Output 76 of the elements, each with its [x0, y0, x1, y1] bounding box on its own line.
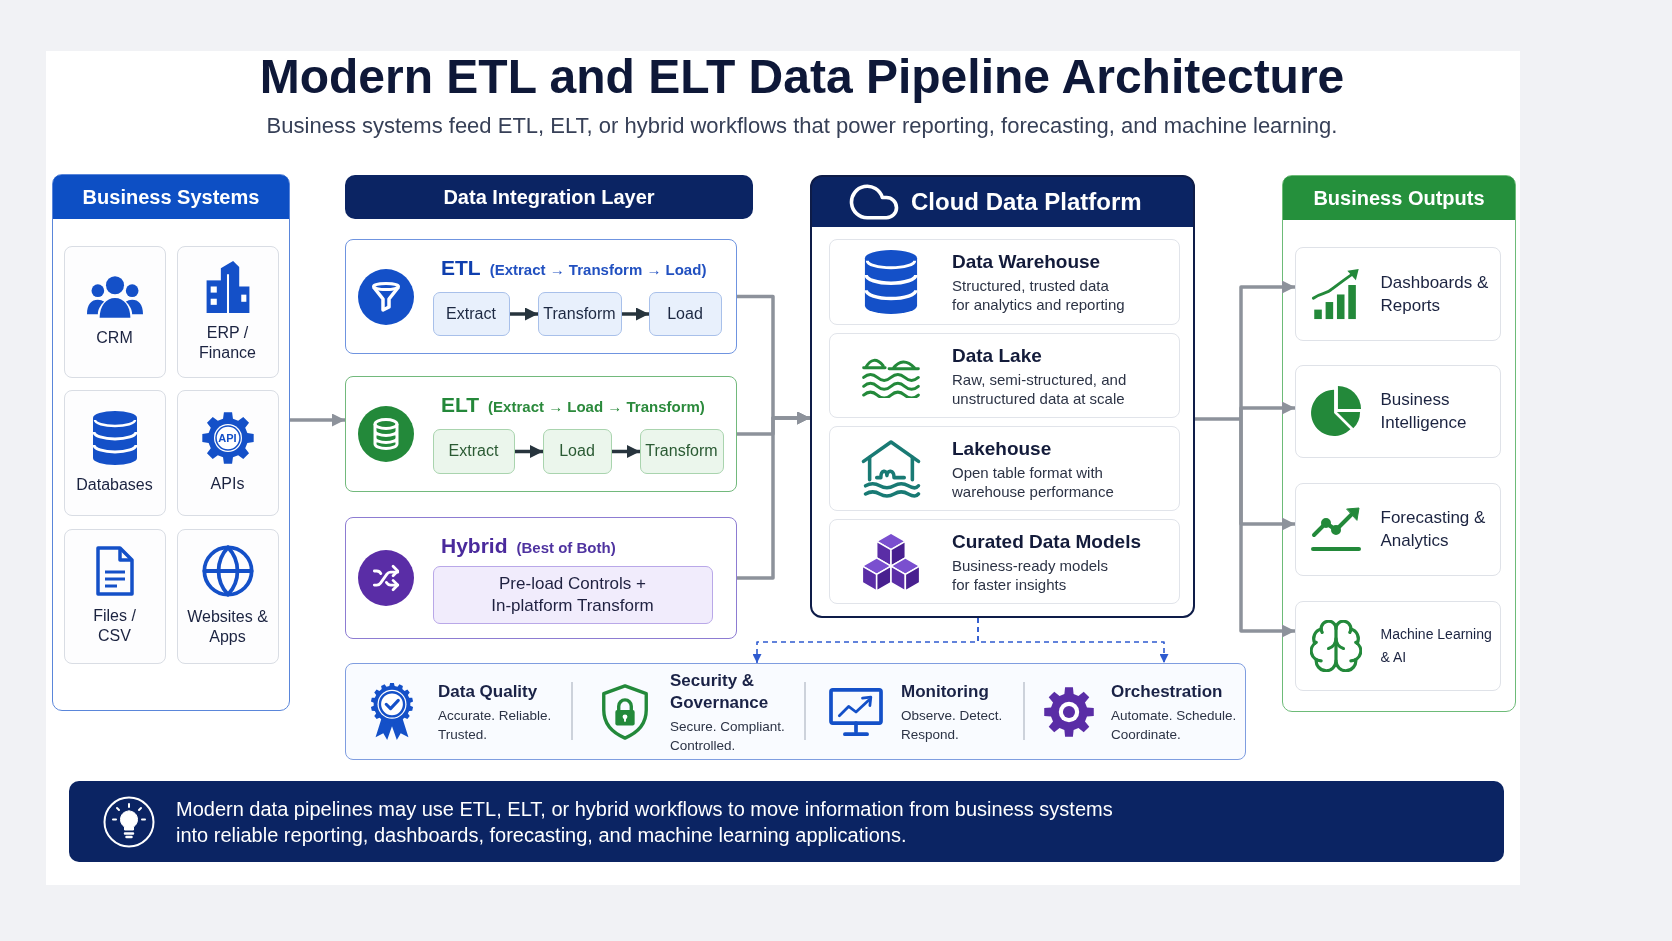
title: Modern ETL and ELT Data Pipeline Architecture: [259, 49, 1345, 105]
arrow: [515, 445, 543, 458]
output-card: [1294, 364, 1501, 458]
pipeline-subtitle: (Extract → Transform → Load): [489, 260, 707, 280]
subtitle: Business systems feed ETL, ELT, or hybrid workflows that power reporting, forecasting, and machine learning.: [266, 112, 1338, 140]
storage-card: [829, 239, 1180, 325]
storage-card: [829, 519, 1180, 604]
note-banner: [69, 781, 1504, 862]
source-tile: [176, 389, 279, 516]
step-box: Load: [648, 291, 722, 336]
panel-header: Business Outputs: [1283, 176, 1515, 220]
feature-description: Observe. Detect. Respond.: [901, 706, 1004, 743]
card-title: Forecasting & Analytics: [1380, 507, 1487, 552]
feature-description: Accurate. Reliable. Trusted.: [438, 706, 553, 743]
arrow: [1239, 419, 1295, 638]
card-description: Raw, semi-structured, and unstructured data at scale: [952, 369, 1127, 408]
storage-card: [829, 426, 1180, 511]
tile-label: APIs: [210, 473, 245, 494]
source-tile: [63, 389, 166, 516]
card-title: Machine Learning & AI: [1380, 624, 1493, 667]
pipeline-card: [345, 239, 737, 354]
pipeline-subtitle: (Extract → Load → Transform): [488, 397, 705, 417]
feature-title: Data Quality: [438, 680, 538, 702]
feature-description: Automate. Schedule. Coordinate.: [1111, 706, 1238, 743]
card-title: Business Intelligence: [1380, 389, 1468, 434]
step-box: Extract: [432, 291, 510, 336]
source-tile: [63, 245, 166, 378]
step-box: Extract: [432, 428, 515, 474]
feature-title: Security & Governance: [670, 669, 770, 713]
note-text: Modern data pipelines may use ETL, ELT, or hybrid workflows to move information from business systems into reliable reporting, dashboards, forecasting, and machine learning applications.: [176, 796, 1114, 848]
tile-label: Databases: [76, 474, 153, 495]
source-tile: [176, 528, 279, 664]
capability-bar: [345, 663, 1246, 760]
output-panel: [1282, 175, 1516, 712]
step-box: Pre-load Controls + In-platform Transform: [432, 565, 713, 624]
arrow: [510, 307, 538, 321]
storage-card: [829, 333, 1180, 418]
card-description: Business-ready models for faster insights: [952, 555, 1109, 594]
output-card: [1294, 482, 1501, 576]
source-tile: [176, 245, 279, 378]
card-description: Open table format with warehouse performance: [952, 462, 1115, 501]
arrow: [622, 307, 649, 321]
card-title: Dashboards & Reports: [1380, 271, 1490, 317]
tile-label: CRM: [96, 327, 133, 348]
step-box: Load: [542, 428, 612, 474]
pipeline-card: [345, 376, 737, 492]
arrow: [290, 413, 345, 427]
pipeline-subtitle: (Best of Both): [516, 538, 616, 558]
panel-header: Business Systems: [53, 175, 289, 219]
card-title: Data Lake: [952, 343, 1042, 368]
card-title: Curated Data Models: [952, 529, 1141, 554]
step-box: Transform: [639, 428, 724, 474]
card-title: Data Warehouse: [952, 250, 1101, 274]
section-header: Data Integration Layer: [345, 175, 753, 219]
feature-description: Secure. Compliant. Controlled.: [670, 717, 786, 754]
output-card: [1294, 600, 1501, 691]
panel-title: Cloud Data Platform: [911, 187, 1142, 217]
feature-title: Monitoring: [901, 680, 989, 702]
pipeline-title: ELT: [441, 392, 480, 418]
tile-label: Websites & Apps: [186, 607, 269, 647]
card-title: Lakehouse: [952, 436, 1052, 461]
pipeline-title: ETL: [441, 255, 481, 281]
pipeline-title: Hybrid: [441, 533, 508, 559]
source-tile: [63, 528, 166, 664]
card-description: Structured, trusted data for analytics and reporting: [952, 276, 1126, 314]
output-card: [1294, 246, 1501, 341]
platform-panel: [810, 175, 1195, 618]
pipeline-card: [345, 517, 737, 639]
dashed-arrow: [977, 617, 1169, 664]
step-box: Transform: [537, 291, 622, 336]
tile-label: Files / CSV: [92, 606, 137, 646]
feature-title: Orchestration: [1111, 680, 1223, 702]
tile-label: ERP / Finance: [198, 322, 257, 363]
source-panel: [52, 174, 290, 711]
icon-label: API: [218, 431, 237, 444]
arrow: [612, 445, 640, 458]
